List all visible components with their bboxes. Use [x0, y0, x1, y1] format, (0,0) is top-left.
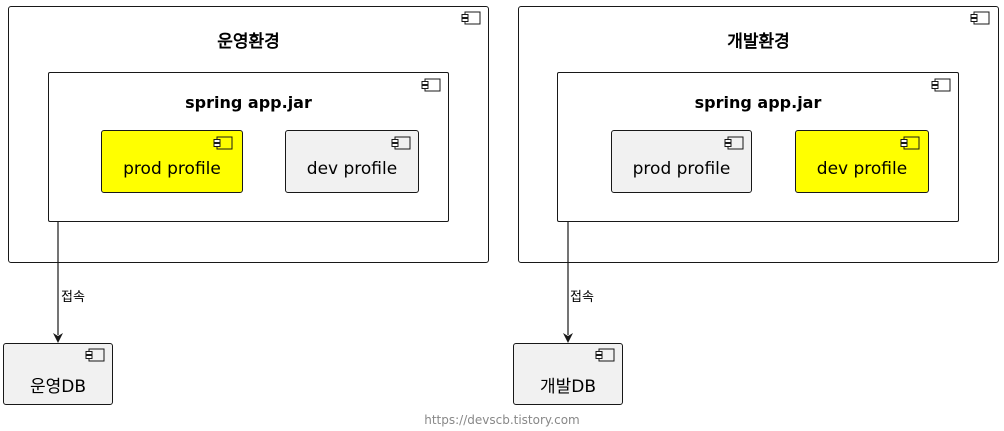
database-component: 운영DB: [3, 343, 113, 405]
environment-title: 개발환경: [727, 32, 790, 52]
profile-label: prod profile: [123, 159, 221, 179]
component-icon: [85, 348, 105, 362]
component-icon: [900, 136, 920, 150]
footer-url: https://devscb.tistory.com: [424, 413, 580, 427]
profile-label: dev profile: [816, 159, 908, 179]
component-icon: [595, 348, 615, 362]
component-icon: [391, 136, 411, 150]
component-icon: [461, 11, 481, 25]
component-icon: [421, 78, 441, 92]
arrowhead: [563, 333, 573, 343]
database-label: 운영DB: [29, 377, 87, 397]
profile-label: dev profile: [306, 159, 398, 179]
profile-label: prod profile: [632, 159, 731, 179]
database-label: 개발DB: [539, 377, 597, 397]
connection-label: 접속: [570, 290, 594, 305]
component-icon: [213, 136, 233, 150]
connection-label: 접속: [61, 290, 85, 305]
jar-title: spring app.jar: [185, 93, 312, 112]
component-icon: [970, 11, 990, 25]
arrowhead: [53, 333, 63, 343]
jar-title: spring app.jar: [694, 93, 822, 112]
database-component: 개발DB: [513, 343, 623, 405]
environment-title: 운영환경: [217, 32, 280, 52]
profile-component-active: prod profile: [101, 130, 243, 193]
component-icon: [931, 78, 951, 92]
component-icon: [724, 136, 744, 150]
